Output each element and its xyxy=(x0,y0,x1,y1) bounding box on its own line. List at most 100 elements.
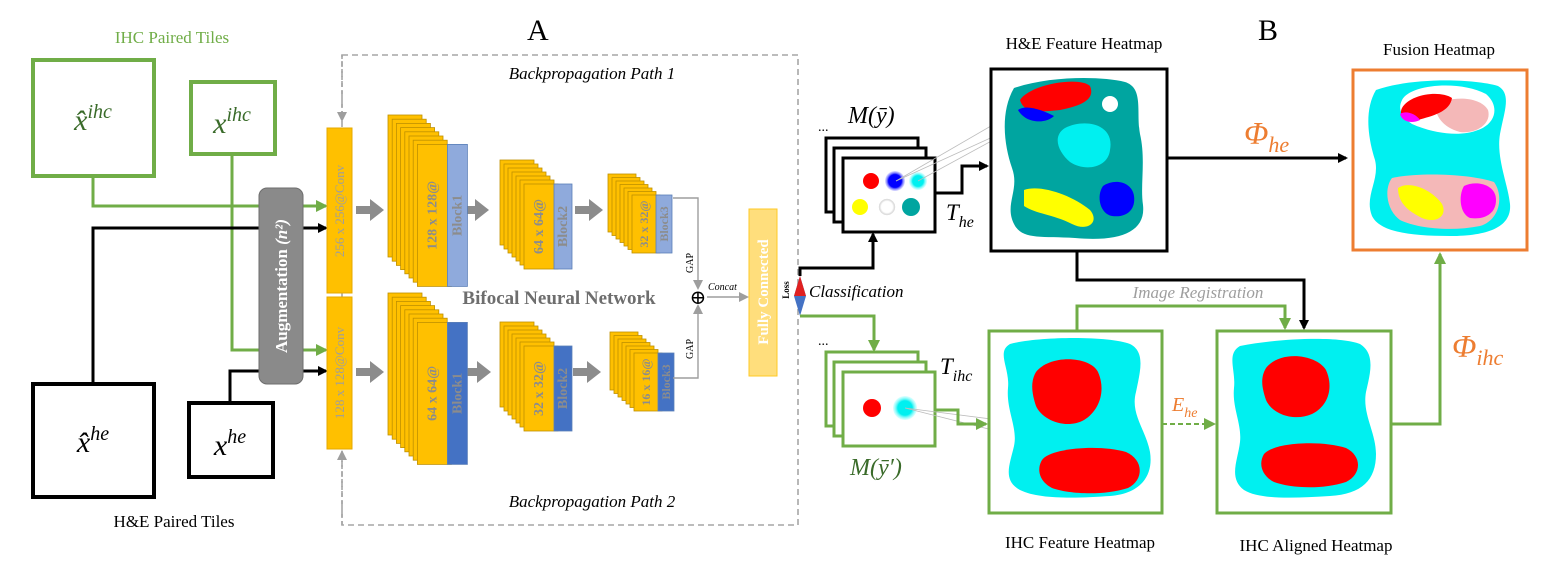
image-registration-label: Image Registration xyxy=(1132,283,1264,302)
panel-b-letter: B xyxy=(1258,14,1278,47)
he-heatmap-blue-small xyxy=(1018,107,1054,122)
t-ihc-label: Tihc xyxy=(940,354,972,385)
he-mask-dot-red xyxy=(863,173,879,189)
block-size-label: 64 x 64@ xyxy=(532,199,547,254)
block-accent-layer xyxy=(655,194,673,254)
concat-label: Concat xyxy=(708,282,737,293)
flow-arrow xyxy=(575,199,603,221)
he-mask-dot-blue xyxy=(885,171,905,191)
ihc-aligned-red-top xyxy=(1262,356,1330,418)
he-heatmap-yellow-region xyxy=(1024,188,1094,227)
ihc-mask-card xyxy=(841,370,937,448)
he-heatmap-title: H&E Feature Heatmap xyxy=(1006,34,1163,53)
he-hat-to-top-conv-line xyxy=(91,223,328,384)
x-ihc-tile xyxy=(189,80,277,156)
he-mask-dot-white xyxy=(878,198,896,216)
block-name-label: Block3 xyxy=(657,206,671,241)
top-block-stack-3: 32 x 32@Block3 xyxy=(607,173,673,254)
block-size-label: 128 x 128@ xyxy=(425,181,440,250)
phi-he-label: Φhe xyxy=(1244,115,1289,157)
he-heatmap-cyan-region xyxy=(1057,123,1111,168)
ihc-feature-red-top xyxy=(1032,359,1102,425)
flow-arrows xyxy=(356,199,603,383)
top-conv-layer xyxy=(326,127,353,294)
block-size-label: 32 x 32@ xyxy=(532,361,547,416)
block-name-label: Block2 xyxy=(556,368,571,409)
top-block-stack-1: 128 x 128@ Block1 xyxy=(387,114,468,287)
he-mask-dot-yellow xyxy=(852,199,868,215)
flow-arrow xyxy=(461,199,489,221)
ihc-aligned-red-bottom xyxy=(1261,443,1358,488)
loss-label: Loss xyxy=(781,281,791,299)
fusion-pink-region xyxy=(1435,98,1489,133)
he-heatmap-white-region xyxy=(1102,96,1118,112)
ihc-mask-ellipsis: ... xyxy=(818,334,829,349)
augmentation-label: Augmentation (n²) xyxy=(272,219,291,353)
ihc-aligned-title: IHC Aligned Heatmap xyxy=(1240,536,1393,555)
x-he-label: xhe xyxy=(213,426,246,462)
block-accent-layer xyxy=(553,345,573,432)
block-accent-layer xyxy=(657,352,675,412)
flow-arrow xyxy=(573,361,601,383)
registration-line xyxy=(1075,304,1291,330)
classification-label: Classification xyxy=(809,282,903,301)
gap-bottom-line xyxy=(673,304,703,379)
feature-map-layer xyxy=(523,345,559,432)
block-name-label: Block1 xyxy=(450,195,465,236)
he-mask-dot-teal xyxy=(902,198,920,216)
bottom-conv-layer xyxy=(326,296,353,450)
gap-bottom-label: GAP xyxy=(685,339,696,359)
feature-map-layer xyxy=(631,194,661,254)
block-name-label: Block1 xyxy=(450,373,465,414)
he-heatmap-red-region xyxy=(1020,81,1092,112)
m-y-label: M(ȳ) xyxy=(847,103,895,129)
block-size-label: 64 x 64@ xyxy=(425,366,440,421)
bottom-conv-label: 128 x 128@Conv xyxy=(332,326,347,419)
top-conv-label: 256 x 256@Conv xyxy=(332,164,347,257)
block-size-label: 16 x 16@ xyxy=(639,358,653,405)
fusion-magenta-region xyxy=(1460,183,1496,219)
bottom-block-stack-2: 32 x 32@ Block2 xyxy=(499,321,573,432)
feature-map-layer xyxy=(416,321,452,465)
he-mask-to-heatmap-line xyxy=(935,161,989,195)
he-heatmap-blue-region xyxy=(1099,181,1135,217)
block-name-label: Block2 xyxy=(556,206,571,247)
fusion-yellow-region xyxy=(1398,185,1444,221)
feature-map-layer xyxy=(523,183,559,270)
ihc-hat-to-top-conv-line xyxy=(91,176,328,212)
backprop-path-1: Backpropagation Path 1 xyxy=(509,64,676,83)
x-hat-he-label: x̂he xyxy=(76,423,109,459)
flow-arrow xyxy=(356,361,384,383)
he-to-aligned-line xyxy=(1075,251,1309,330)
ihc-feature-red-bottom xyxy=(1039,447,1140,494)
flow-arrow xyxy=(463,361,491,383)
backprop-path-2: Backpropagation Path 2 xyxy=(509,492,676,511)
class-to-ihc-masks-line xyxy=(800,314,880,352)
fusion-heatmap-title: Fusion Heatmap xyxy=(1383,40,1495,59)
block-accent-layer xyxy=(446,143,468,287)
he-mask-ellipsis: ... xyxy=(818,120,829,135)
bottom-block-stack-3: 16 x 16@ Block3 xyxy=(609,331,675,412)
loss-diamond-top xyxy=(794,276,806,296)
x-ihc-label: xihc xyxy=(212,104,251,140)
x-hat-ihc-label: x̂ihc xyxy=(73,101,112,137)
fully-connected-layer xyxy=(748,208,778,377)
x-he-tile xyxy=(187,401,275,479)
phi-ihc-label: Φihc xyxy=(1452,328,1503,370)
block-name-label: Block3 xyxy=(659,364,673,399)
panel-a-letter: A xyxy=(527,14,549,47)
gap-top-label: GAP xyxy=(685,253,696,273)
augmentation-box xyxy=(258,187,304,385)
m-y-prime-label: M(ȳ′) xyxy=(849,455,902,481)
top-block-stack-2: 64 x 64@ Block2 xyxy=(499,159,573,270)
network-name: Bifocal Neural Network xyxy=(462,288,656,309)
feature-map-layer xyxy=(633,352,663,412)
ihc-feature-title: IHC Feature Heatmap xyxy=(1005,533,1155,552)
fusion-red-region xyxy=(1400,93,1452,121)
ihc-mask-to-heatmap-line xyxy=(935,408,988,430)
aligned-to-fusion-line xyxy=(1391,252,1446,426)
bottom-block-stack-1: 64 x 64@ Block1 xyxy=(387,292,468,465)
